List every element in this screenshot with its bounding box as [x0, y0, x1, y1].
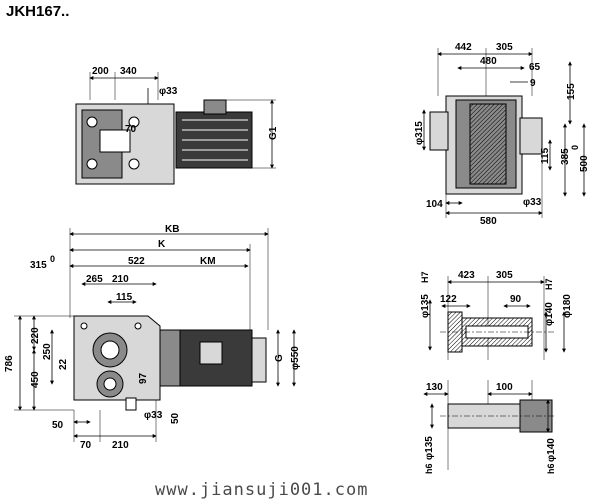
dim-phi315: φ315: [414, 121, 425, 145]
dim-305-tr: 305: [496, 42, 513, 53]
dim-423: 423: [458, 270, 475, 281]
dim-220: 220: [30, 327, 41, 344]
dim-70-main: 70: [80, 440, 92, 451]
bolt-hole: [128, 158, 140, 170]
bolt-hole: [80, 322, 88, 330]
dim-G: G: [274, 354, 285, 362]
top-right-view: 442 305 480 65 9 155 φ315 385 115 500 0 …: [414, 42, 590, 227]
dim-70-top: 70: [125, 124, 137, 135]
dim-K: K: [158, 239, 166, 250]
dim-500: 500: [579, 155, 590, 172]
bolt-hole: [134, 322, 142, 330]
dim-580: 580: [480, 216, 497, 227]
dim-104: 104: [426, 199, 443, 210]
dim-210-top: 210: [112, 274, 129, 285]
dim-phi135-h6-tol: h6: [424, 463, 434, 474]
dim-50-left: 50: [52, 420, 64, 431]
dim-155: 155: [566, 83, 577, 100]
dim-122: 122: [440, 294, 457, 305]
dim-9: 9: [530, 78, 536, 89]
dim-phi180: φ180: [562, 294, 573, 318]
dim-50-right: 50: [170, 412, 181, 424]
dim-22: 22: [58, 358, 69, 370]
solid-shaft-view: 130 100 φ135 h6 φ140 h6: [423, 380, 557, 474]
motor-front: [179, 329, 253, 387]
dim-786: 786: [4, 355, 15, 372]
dim-115-main: 115: [116, 292, 133, 303]
main-front-view: KB K 315 0 522 KM 265 210 115 G φ550: [4, 224, 301, 451]
flange-left: [429, 111, 449, 151]
dim-210-bottom: 210: [112, 440, 129, 451]
dim-KM: KM: [200, 256, 216, 267]
dim-90: 90: [510, 294, 522, 305]
bolt-hole: [86, 158, 98, 170]
top-left-view: 200 340 φ33 70 G1: [75, 66, 279, 185]
dim-130: 130: [426, 382, 443, 393]
dim-250: 250: [42, 343, 53, 360]
dim-phi135-tol: H7: [420, 271, 430, 283]
dim-450: 450: [30, 371, 41, 388]
fan-cover: [251, 337, 267, 383]
dim-phi140-h6-tol: h6: [546, 463, 556, 474]
footer-url: www.jiansuji001.com: [155, 480, 368, 500]
terminal-box: [203, 99, 227, 115]
dim-phi140-h6: φ140: [546, 438, 557, 462]
dim-480: 480: [480, 56, 497, 67]
dim-315-tol: 0: [50, 254, 55, 264]
dim-phi135-H7: φ135: [420, 294, 431, 318]
dim-phi33-main: φ33: [144, 410, 163, 421]
terminal-box-front: [199, 341, 223, 365]
dim-97: 97: [138, 372, 149, 384]
dim-phi33-top: φ33: [159, 86, 178, 97]
dim-115-tr: 115: [540, 147, 551, 164]
dim-KB: KB: [165, 224, 179, 235]
adapter: [159, 329, 181, 387]
dim-phi140-tol: H7: [544, 278, 554, 290]
dim-500-tol: 0: [570, 145, 580, 150]
dim-phi140-H7: φ140: [544, 302, 555, 326]
dim-phi33-tr: φ33: [523, 197, 542, 208]
dim-G1: G1: [268, 126, 279, 140]
drawing-title: JKH167..: [6, 3, 69, 20]
dim-385: 385: [560, 148, 571, 165]
dim-442: 442: [455, 42, 472, 53]
bolt-hole: [86, 116, 98, 128]
dim-65: 65: [529, 62, 541, 73]
hollow-shaft-view: 423 305 122 90 φ135 H7 φ140 H7 φ180: [420, 270, 573, 360]
dim-100: 100: [496, 382, 513, 393]
shaft-right: [519, 117, 543, 155]
dim-phi550: φ550: [290, 346, 301, 370]
dim-305-shaft: 305: [496, 270, 513, 281]
dim-265: 265: [86, 274, 103, 285]
dim-315-main: 315: [30, 260, 47, 271]
dim-phi135-h6: φ135: [424, 436, 435, 460]
dim-340: 340: [120, 66, 137, 77]
dim-200: 200: [92, 66, 109, 77]
dim-522: 522: [128, 256, 145, 267]
bolt-hole: [128, 116, 140, 128]
